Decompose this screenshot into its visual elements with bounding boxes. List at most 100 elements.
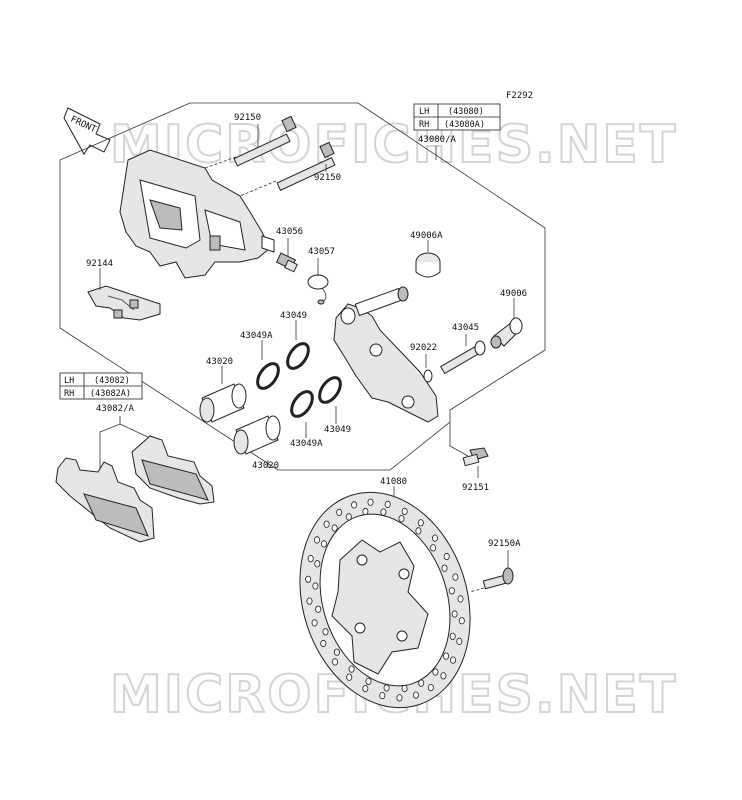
disc-hole <box>311 619 318 627</box>
disc-hole <box>336 508 343 517</box>
callout-43049-bottom: 43049 <box>324 425 351 435</box>
disc-hole <box>322 628 329 636</box>
caliper-row-rh-part: (43080A) <box>444 120 485 130</box>
disc-hole <box>312 582 319 590</box>
pad-spring <box>87 285 161 321</box>
callout-92151: 92151 <box>462 483 489 493</box>
piston-upper <box>199 383 247 423</box>
figure-code: F2292 <box>506 91 533 101</box>
disc-hole <box>362 684 369 693</box>
disc-hole <box>331 658 338 666</box>
disc-hole <box>345 513 352 521</box>
disc-hole <box>320 540 327 548</box>
brake-disc <box>299 491 471 709</box>
pad-row-rh-side: RH <box>64 389 74 399</box>
disc-hole <box>367 498 374 506</box>
disc-hole <box>333 648 340 656</box>
callout-43057: 43057 <box>308 247 335 257</box>
seal-43049A-lower <box>290 390 314 418</box>
caliper-bracket <box>333 286 439 423</box>
disc-hole <box>305 575 312 583</box>
callout-92022: 92022 <box>410 343 437 353</box>
disc-hole <box>449 632 456 640</box>
caliper-pin-lower <box>276 141 336 191</box>
disc-hole <box>348 665 355 673</box>
bleed-cap <box>307 274 329 305</box>
brake-pad-outer <box>55 457 155 543</box>
disc-hole <box>379 691 386 700</box>
disc-hole <box>440 672 447 680</box>
disc-hole <box>320 639 327 648</box>
disc-hole <box>331 524 338 532</box>
callout-41080: 41080 <box>380 477 407 487</box>
callout-43020-bottom: 43020 <box>252 461 279 471</box>
callout-92150-mid: 92150 <box>314 173 341 183</box>
disc-hole <box>384 500 391 508</box>
callout-43049A-top: 43049A <box>240 331 273 341</box>
disc-bolt <box>482 567 514 590</box>
callout-43020-top: 43020 <box>206 357 233 367</box>
callout-92150-top: 92150 <box>234 113 261 123</box>
front-arrow-icon: FRONT <box>63 107 111 155</box>
disc-hole <box>412 691 419 699</box>
disc-hole <box>457 595 464 603</box>
disc-hole <box>443 552 450 561</box>
disc-hole <box>396 694 403 702</box>
disc-hole <box>307 554 314 563</box>
disc-hole <box>451 610 458 618</box>
seal-43049A-upper <box>256 362 280 390</box>
caliper-row-rh-side: RH <box>419 120 429 130</box>
disc-hole <box>323 520 330 528</box>
disc-hole <box>401 684 408 693</box>
disc-hole <box>313 536 320 544</box>
disc-hole <box>452 573 459 581</box>
disc-hole <box>418 679 425 687</box>
disc-hole <box>441 564 448 572</box>
callout-43049A-bottom: 43049A <box>290 439 323 449</box>
caliper-pin-upper <box>233 115 297 167</box>
disc-hole <box>351 501 358 509</box>
disc-hole <box>398 515 405 523</box>
disc-hole <box>417 519 424 527</box>
pad-side-table: LH (43082) RH (43082A) 43082/A <box>59 372 143 414</box>
disc-hole <box>306 597 313 605</box>
pad-caption: 43082/A <box>96 404 135 414</box>
disc-hole <box>449 656 456 664</box>
brake-pad-inner <box>131 435 215 505</box>
disc-hole <box>314 560 321 568</box>
caliper-body <box>119 149 275 279</box>
bolt-92151 <box>462 447 489 467</box>
callout-92144: 92144 <box>86 259 113 269</box>
disc-hole <box>415 527 422 535</box>
pad-row-lh-side: LH <box>64 376 74 386</box>
caliper-row-lh-part: (43080) <box>448 107 484 117</box>
watermark-top: MICROFICHES.NET <box>110 115 677 175</box>
disc-hole <box>401 507 408 515</box>
disc-hole <box>448 587 455 595</box>
disc-hole <box>431 534 438 542</box>
disc-hole <box>383 684 390 692</box>
callout-43049-top: 43049 <box>280 311 307 321</box>
callout-49006A: 49006A <box>410 231 443 241</box>
callout-49006: 49006 <box>500 289 527 299</box>
disc-hole <box>458 617 465 625</box>
caliper-caption: 43080/A <box>418 135 457 145</box>
pad-row-lh-part: (43082) <box>94 376 130 386</box>
disc-hole <box>432 668 439 676</box>
disc-hole <box>430 544 437 552</box>
bracket-pin <box>439 340 486 375</box>
callout-43056: 43056 <box>276 227 303 237</box>
disc-hole <box>315 605 322 613</box>
disc-hole <box>362 507 369 516</box>
piston-lower <box>233 415 281 455</box>
caliper-row-lh-side: LH <box>419 107 429 117</box>
callout-43045: 43045 <box>452 323 479 333</box>
seal-43049-lower <box>318 376 342 404</box>
pad-row-rh-part: (43082A) <box>90 389 131 399</box>
disc-hole <box>443 652 450 660</box>
bleed-screw <box>275 252 298 273</box>
disc-hole <box>346 673 353 681</box>
disc-holes <box>305 498 465 702</box>
boot-49006 <box>490 317 523 349</box>
